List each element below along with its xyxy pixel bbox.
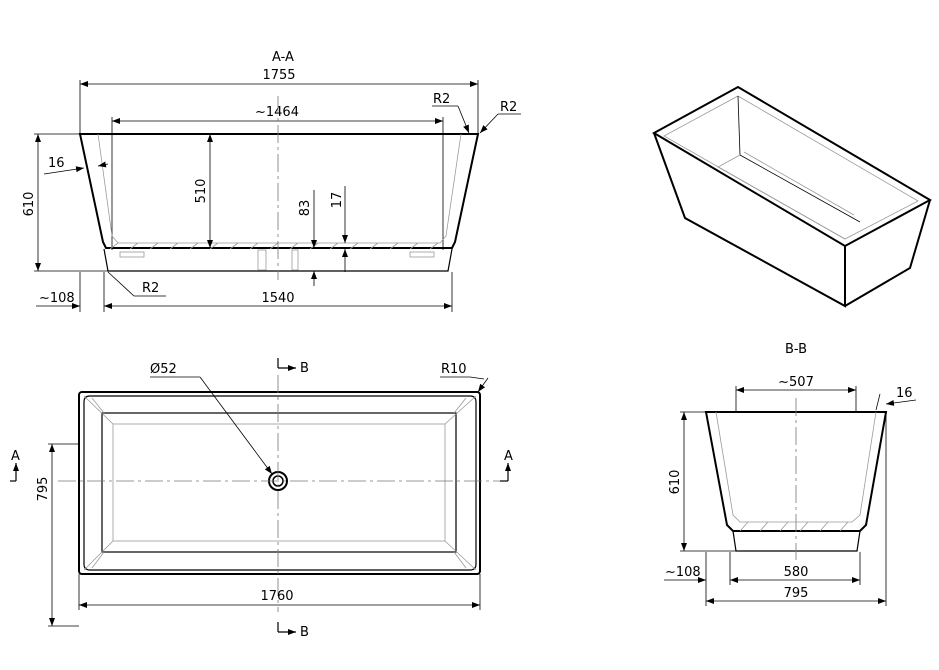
section-b-top-label: B [300,361,309,376]
radius-left-label: R2 [433,92,450,107]
base-offset-label: ~108 [39,291,75,306]
section-bb: B-B ~507 16 610 ~108 580 795 [664,342,917,606]
wall-label: 16 [48,156,65,171]
foot-right [409,251,435,258]
plan-floor [112,423,446,542]
plan-outer [78,391,481,575]
plan-width-label: 795 [36,477,51,502]
leader-line [97,161,109,168]
plan-rim [83,395,477,571]
bb-height-label: 610 [668,470,683,495]
isometric-view [651,85,933,308]
leader-line [107,271,135,297]
drain-depth-label: 83 [298,200,313,217]
section-b-bottom-label: B [300,625,309,640]
plan-corner-lines [83,395,477,571]
iso-right-side [844,199,931,307]
tub-outer-profile [78,133,480,249]
iso-front-side [653,132,846,308]
iso-rim [651,85,933,248]
leader-line [479,113,499,134]
leader-line [875,393,881,411]
bb-inner-width-label: ~507 [778,375,814,390]
radius-right-label: R2 [500,100,517,115]
drain-pipe-2 [291,249,299,271]
section-a-right-label: A [504,449,513,464]
iso-inner-floor [717,154,846,240]
bb-base-offset-label: ~108 [665,565,701,580]
leader-line [43,166,85,175]
bb-base [732,530,861,552]
floor-hatching [109,242,439,250]
leader-line [885,399,917,406]
radius-bottom-label: R2 [142,281,159,296]
section-aa-title: A-A [272,50,294,65]
plan-length-label: 1760 [260,589,293,604]
plan-corner-lines-2 [91,397,467,569]
leader-line [477,377,489,393]
bb-base-width-label: 580 [784,565,809,580]
bb-overall-width-label: 795 [784,586,809,601]
leader-line [457,105,470,134]
depth-label: 510 [194,179,209,204]
floor-label: 17 [330,192,345,209]
bb-wall-label: 16 [896,386,913,401]
bb-floor-hatching [739,521,849,532]
plan-view: Ø52 R10 B B A A 795 1760 [10,358,513,640]
corner-radius-label: R10 [441,362,467,377]
overall-length-label: 1755 [262,68,295,83]
plan-inner-top [101,412,457,553]
inner-length-label: ~1464 [255,105,299,120]
section-aa: A-A 1755 ~1464 R2 R2 16 [22,50,521,312]
section-bb-title: B-B [785,342,807,357]
drain-pipe [257,249,267,271]
section-a-left-label: A [11,449,20,464]
base-length-label: 1540 [261,291,294,306]
foot-left [119,251,145,258]
tub-inner-profile [97,133,462,244]
height-label: 610 [22,192,37,217]
drain-diameter-label: Ø52 [150,362,177,377]
iso-floor-line [743,151,855,216]
leader-line [199,376,273,475]
leader-line [469,376,485,380]
